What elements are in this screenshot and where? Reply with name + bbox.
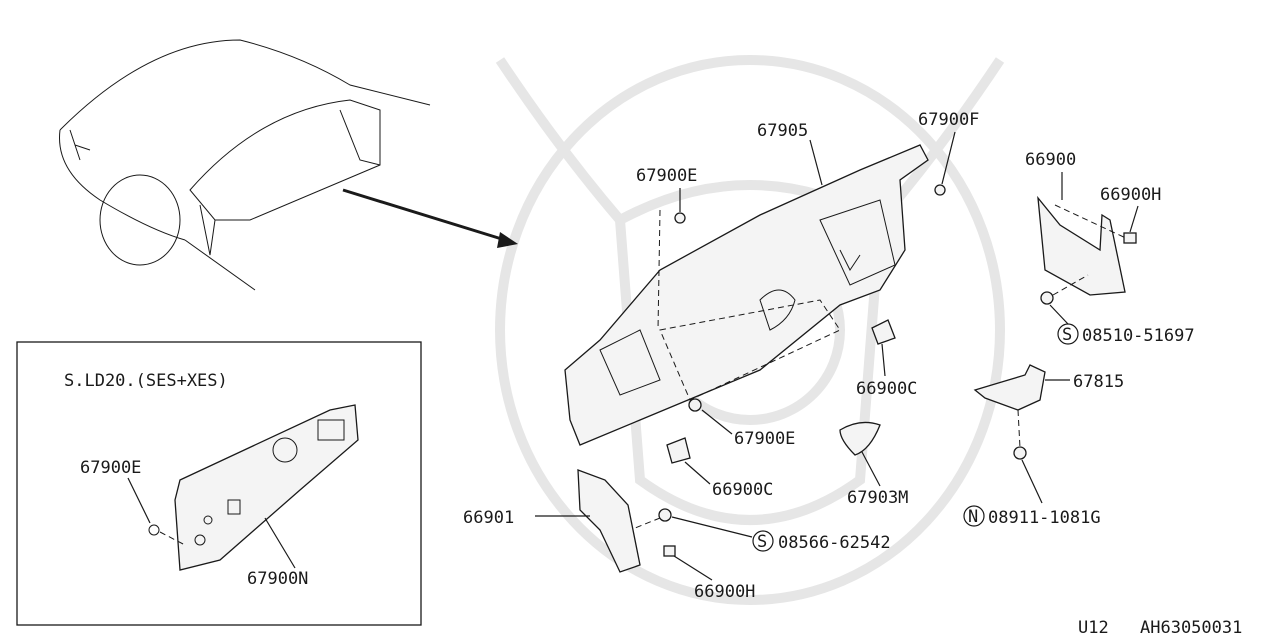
fastener-67900e-bot: [688, 398, 702, 412]
dash-insulator-67900n: [174, 404, 359, 571]
symbol-s-2: [752, 530, 774, 552]
symbol-n-1-text: N: [968, 507, 978, 527]
label-66900c-bot: 66900C: [712, 480, 773, 500]
label-08510: 08510-51697: [1082, 326, 1195, 346]
label-67900e-top: 67900E: [636, 166, 697, 186]
label-66901: 66901: [463, 508, 514, 528]
pad-66900c-mid: [871, 319, 896, 345]
bracket-67815: [973, 364, 1046, 449]
label-66900h-top: 66900H: [1100, 185, 1161, 205]
label-66900h-bot: 66900H: [694, 582, 755, 602]
side-trim-66900: [1037, 195, 1131, 296]
footer-code-1: U12: [1078, 618, 1109, 638]
clip-66900h-top: [1123, 232, 1137, 244]
fastener-67900f: [934, 184, 946, 196]
callouts: 67905 67900F 67900E 66900 66900H S 08510…: [463, 110, 1195, 602]
label-66900: 66900: [1025, 150, 1076, 170]
symbol-s-1-text: S: [1062, 325, 1072, 345]
pad-67903m: [839, 421, 881, 456]
label-08911: 08911-1081G: [988, 508, 1101, 528]
symbol-n-1: [963, 505, 985, 527]
symbol-s-2-text: S: [757, 532, 767, 552]
label-67905: 67905: [757, 121, 808, 141]
label-67900f: 67900F: [918, 110, 979, 130]
footer-code-2: AH63050031: [1140, 618, 1242, 638]
main-dash-insulator-67905: [564, 144, 929, 446]
nut-08911: [1013, 446, 1027, 460]
label-67903m: 67903M: [847, 488, 908, 508]
screw-08566: [634, 508, 672, 529]
side-trim-66901: [577, 469, 641, 573]
label-67900e-bot: 67900E: [734, 429, 795, 449]
inset-title: S.LD20.(SES+XES): [64, 371, 228, 391]
screw-08510: [1040, 274, 1089, 305]
fastener-67900e-top: [674, 212, 686, 224]
label-08566: 08566-62542: [778, 533, 891, 553]
pad-66900c-bot: [666, 437, 691, 464]
direction-arrow: [342, 188, 518, 248]
vehicle-overview-sketch: [59, 39, 431, 291]
label-67815: 67815: [1073, 372, 1124, 392]
inset-label-67900e: 67900E: [80, 458, 141, 478]
inset-label-67900n: 67900N: [247, 569, 308, 589]
clip-67900e-inset: [148, 524, 160, 536]
label-66900c-mid: 66900C: [856, 379, 917, 399]
clip-66900h-bot: [663, 545, 676, 557]
variant-inset: S.LD20.(SES+XES) 67900E 67900N: [16, 341, 422, 626]
